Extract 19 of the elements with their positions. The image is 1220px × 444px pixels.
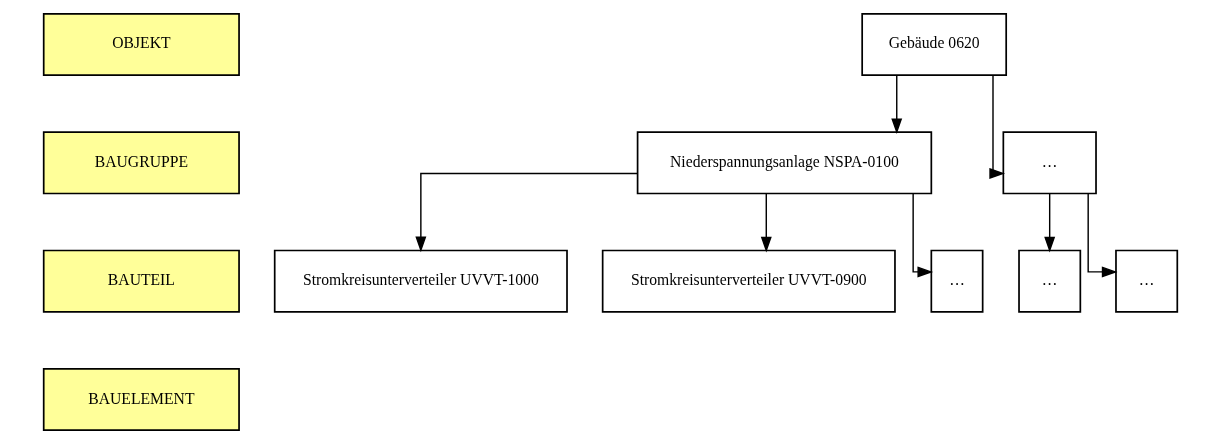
node-box: … — [1114, 249, 1178, 313]
node-box: BAUTEIL — [42, 249, 240, 313]
arrow — [760, 193, 772, 253]
node-box: … — [929, 249, 983, 313]
arrow — [911, 193, 933, 278]
node-box: Stromkreisunterverteiler UVVT-0900 — [601, 249, 896, 313]
node-box: Gebäude 0620 — [860, 12, 1007, 76]
arrow — [1043, 193, 1055, 253]
node-box: Stromkreisunterverteiler UVVT-1000 — [273, 249, 568, 313]
node-box: … — [1017, 249, 1081, 313]
node-box: … — [1002, 131, 1097, 195]
arrow — [988, 75, 1005, 179]
arrow — [1086, 193, 1118, 278]
node-box: BAUGRUPPE — [42, 131, 240, 195]
node-box: BAUELEMENT — [42, 368, 240, 432]
node-box: OBJEKT — [42, 12, 240, 76]
node-box: Niederspannungsanlage NSPA-0100 — [636, 131, 932, 195]
arrow — [890, 74, 902, 135]
arrow — [414, 172, 638, 253]
